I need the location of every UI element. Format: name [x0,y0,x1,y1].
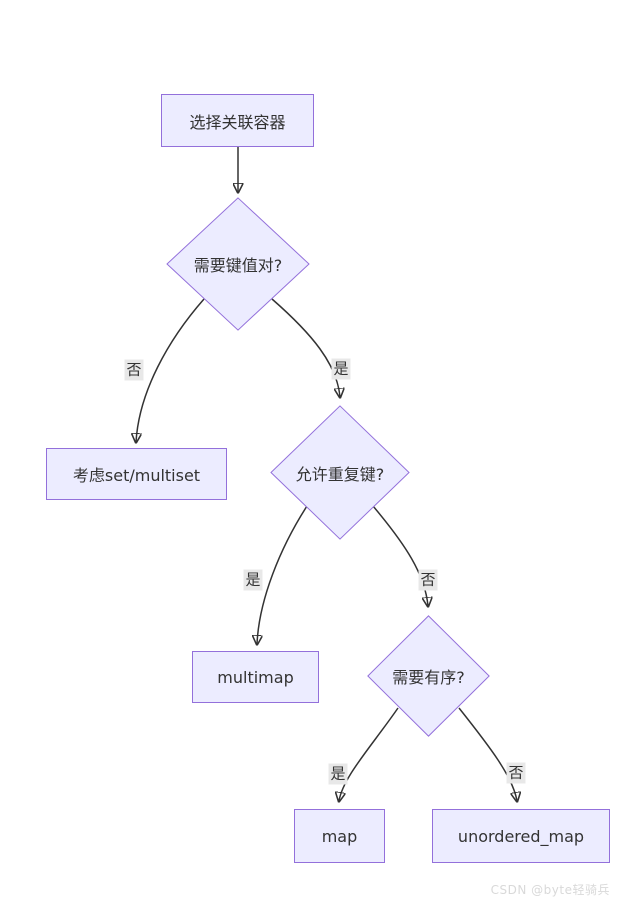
edge-need-order-yes-to-map [339,707,399,801]
node-unordered-map-label: unordered_map [457,826,585,846]
watermark: CSDN @byte轻骑兵 [490,883,610,897]
edge-label-kv-yes: 是 [331,358,351,380]
edge-label-kv-no: 否 [124,359,144,381]
diamond-shape [270,405,410,540]
edge-allow-dup-yes-to-multimap [257,505,308,644]
node-map: map [294,809,385,863]
node-unordered-map: unordered_map [432,809,610,863]
diamond-shape [166,197,310,331]
diamond-shape [367,615,490,737]
edge-label-dup-yes: 是 [243,569,263,591]
node-need-kv-label: 需要键值对? [193,256,283,275]
node-multimap: multimap [192,651,319,703]
node-need-kv: 需要键值对? [166,197,310,331]
node-allow-dup: 允许重复键? [270,405,410,540]
edge-allow-dup-no-to-need-order [372,505,428,606]
edge-label-dup-no: 否 [418,569,438,591]
node-set-multiset: 考虑set/multiset [46,448,227,500]
node-allow-dup-label: 允许重复键? [295,464,385,484]
edge-need-order-no-to-unordered [458,707,517,801]
node-start: 选择关联容器 [161,94,314,147]
edge-need-kv-no-to-set [136,298,205,442]
node-need-order-label: 需要有序? [392,668,465,687]
edge-label-order-no: 否 [506,762,526,784]
node-start-label: 选择关联容器 [189,112,286,132]
node-map-label: map [321,826,358,846]
edge-label-order-yes: 是 [328,763,348,785]
edge-need-kv-yes-to-allow-dup [271,298,340,397]
node-set-multiset-label: 考虑set/multiset [72,466,201,485]
node-need-order: 需要有序? [367,615,490,737]
node-multimap-label: multimap [217,667,294,687]
